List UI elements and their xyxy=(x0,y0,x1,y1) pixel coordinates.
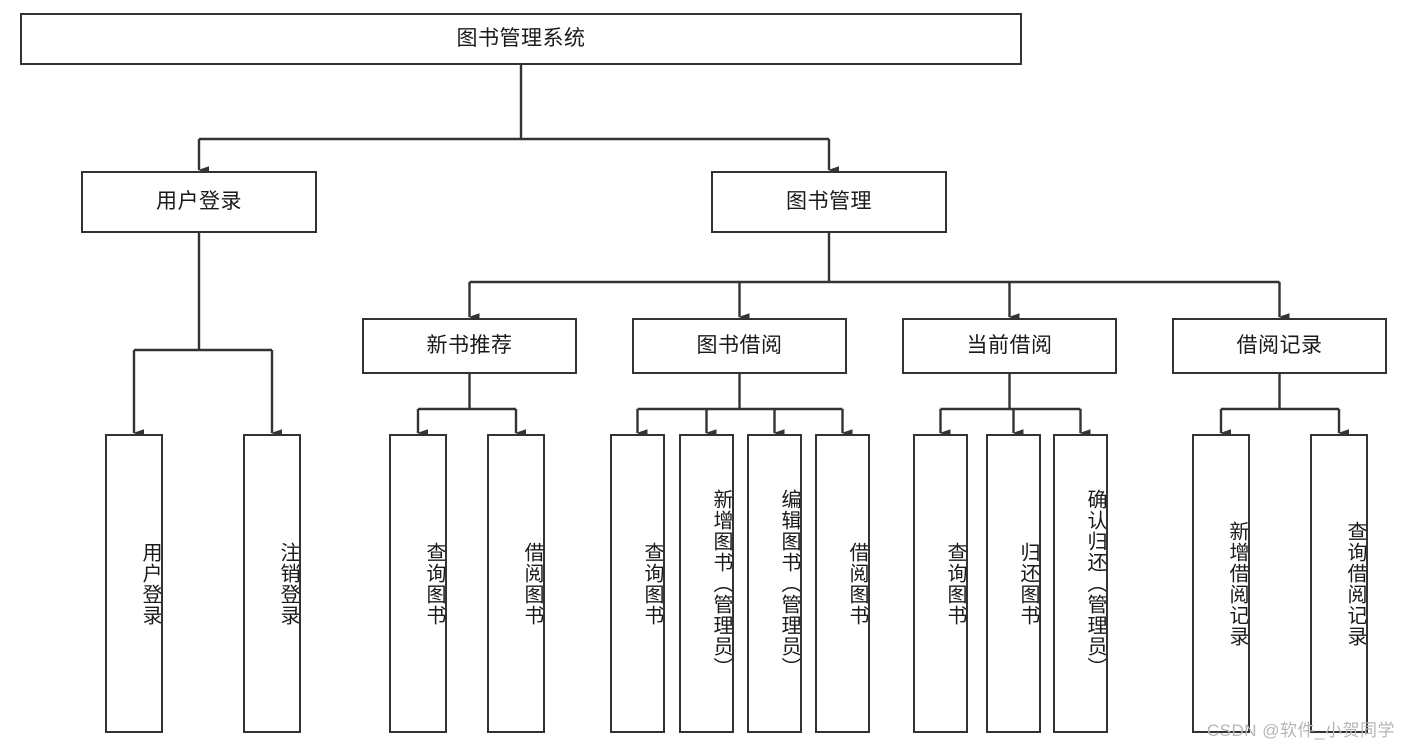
node-l-addrec[interactable]: 新增借阅记录 xyxy=(1192,434,1250,733)
node-label: 用户登录 xyxy=(156,190,242,214)
node-label: 借阅记录 xyxy=(1236,334,1323,358)
node-label: 查询图书 xyxy=(423,541,445,626)
node-l-logout[interactable]: 注销登录 xyxy=(243,434,301,733)
node-l-login[interactable]: 用户登录 xyxy=(105,434,163,733)
node-l-borrow2[interactable]: 借阅图书 xyxy=(815,434,870,733)
node-l-return[interactable]: 归还图书 xyxy=(986,434,1041,733)
node-label: 归还图书 xyxy=(1017,541,1039,626)
node-l-query2[interactable]: 查询图书 xyxy=(610,434,665,733)
node-bookmgmt[interactable]: 图书管理 xyxy=(711,171,947,233)
node-label: 注销登录 xyxy=(277,541,299,626)
node-l-query3[interactable]: 查询图书 xyxy=(913,434,968,733)
node-label: 图书管理系统 xyxy=(456,27,586,51)
node-l-queryrec[interactable]: 查询借阅记录 xyxy=(1310,434,1368,733)
node-label: 查询借阅记录 xyxy=(1344,520,1366,647)
node-borrow[interactable]: 图书借阅 xyxy=(632,318,847,374)
node-label: 查询图书 xyxy=(944,541,966,626)
node-newbook[interactable]: 新书推荐 xyxy=(362,318,577,374)
node-label: 编辑图书（管理员） xyxy=(778,489,800,678)
node-label: 当前借阅 xyxy=(966,334,1053,358)
node-l-query1[interactable]: 查询图书 xyxy=(389,434,447,733)
node-label: 图书管理 xyxy=(786,190,872,214)
node-l-edit[interactable]: 编辑图书（管理员） xyxy=(747,434,802,733)
node-label: 查询图书 xyxy=(641,541,663,626)
node-current[interactable]: 当前借阅 xyxy=(902,318,1117,374)
node-label: 借阅图书 xyxy=(846,541,868,626)
node-root[interactable]: 图书管理系统 xyxy=(20,13,1022,65)
node-label: 新增图书（管理员） xyxy=(710,489,732,678)
node-label: 新增借阅记录 xyxy=(1226,520,1248,647)
node-records[interactable]: 借阅记录 xyxy=(1172,318,1387,374)
node-label: 图书借阅 xyxy=(696,334,783,358)
node-l-confirm[interactable]: 确认归还（管理员） xyxy=(1053,434,1108,733)
node-label: 确认归还（管理员） xyxy=(1084,489,1106,678)
node-login[interactable]: 用户登录 xyxy=(81,171,317,233)
node-label: 新书推荐 xyxy=(426,334,513,358)
node-l-add[interactable]: 新增图书（管理员） xyxy=(679,434,734,733)
node-label: 借阅图书 xyxy=(521,541,543,626)
node-label: 用户登录 xyxy=(139,541,161,626)
node-l-borrow1[interactable]: 借阅图书 xyxy=(487,434,545,733)
